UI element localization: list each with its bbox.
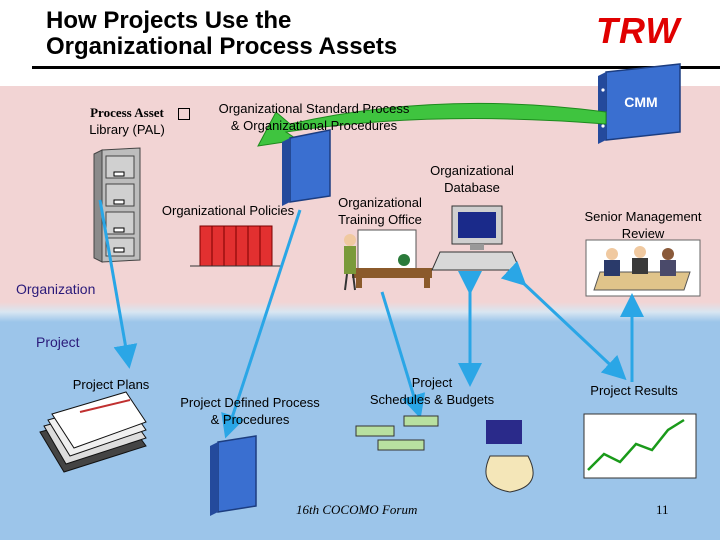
binder-to-defined-process-arrow bbox=[221, 209, 302, 439]
standard-process-label: Organizational Standard Process & Organi… bbox=[196, 100, 432, 134]
title-underline bbox=[32, 66, 720, 69]
senior-management-line-1: Senior Management bbox=[584, 209, 702, 224]
page-title: How Projects Use the Organizational Proc… bbox=[46, 8, 397, 60]
organization-label: Organization bbox=[16, 281, 96, 297]
database-label: Organizational Database bbox=[418, 162, 526, 196]
schedules-budgets-icon bbox=[355, 415, 534, 493]
standard-process-binder-icon bbox=[282, 129, 331, 206]
training-office-line-2: Training Office bbox=[338, 212, 422, 227]
schedules-line-2: Schedules & Budgets bbox=[369, 392, 495, 407]
trw-logo: TRW bbox=[596, 10, 681, 51]
project-plans-icon bbox=[39, 391, 147, 473]
training-office-line-1: Organizational bbox=[338, 195, 422, 210]
training-office-label: Organizational Training Office bbox=[322, 194, 438, 228]
pal-label-line-2: Library (PAL) bbox=[89, 122, 165, 137]
pal-label: Process Asset Library (PAL) bbox=[72, 104, 182, 138]
cmm-label: CMM bbox=[624, 94, 658, 110]
senior-management-icon bbox=[585, 239, 701, 297]
project-plans-label: Project Plans bbox=[72, 377, 150, 392]
senior-management-line-2: Review bbox=[621, 226, 665, 241]
training-office-icon bbox=[344, 229, 432, 291]
policies-label: Organizational Policies bbox=[161, 203, 295, 218]
project-results-label: Project Results bbox=[590, 383, 678, 398]
schedules-label: Project Schedules & Budgets bbox=[352, 374, 512, 408]
policy-books-icon bbox=[190, 225, 282, 267]
defined-process-binder-icon bbox=[210, 435, 257, 516]
senior-management-label: Senior Management Review bbox=[570, 208, 716, 242]
cmm-to-pal-arrow bbox=[257, 102, 607, 147]
standard-process-line-2: & Organizational Procedures bbox=[230, 118, 398, 133]
footer-forum: 16th COCOMO Forum bbox=[296, 502, 418, 517]
cmm-binder-icon bbox=[598, 63, 681, 144]
database-line-2: Database bbox=[444, 180, 500, 195]
file-cabinet-icon bbox=[93, 147, 141, 263]
defined-process-line-2: & Procedures bbox=[210, 412, 290, 427]
project-label: Project bbox=[36, 334, 80, 350]
schedules-line-1: Project bbox=[411, 375, 453, 390]
pal-to-plans-arrow bbox=[98, 199, 138, 369]
standard-process-line-1: Organizational Standard Process bbox=[218, 101, 410, 116]
defined-process-label: Project Defined Process & Procedures bbox=[158, 394, 342, 428]
computer-database-icon bbox=[431, 205, 521, 271]
project-results-icon bbox=[583, 413, 697, 479]
training-to-schedules-arrow bbox=[380, 291, 426, 419]
page-number: 11 bbox=[656, 502, 669, 517]
title-line-2: Organizational Process Assets bbox=[46, 33, 398, 60]
title-line-1: How Projects Use the bbox=[46, 7, 292, 34]
database-line-1: Organizational bbox=[430, 163, 514, 178]
pal-label-line-1: Process Asset bbox=[90, 105, 164, 120]
database-to-results-arrow bbox=[500, 260, 627, 381]
pal-marker-icon bbox=[178, 108, 190, 120]
defined-process-line-1: Project Defined Process bbox=[180, 395, 320, 410]
